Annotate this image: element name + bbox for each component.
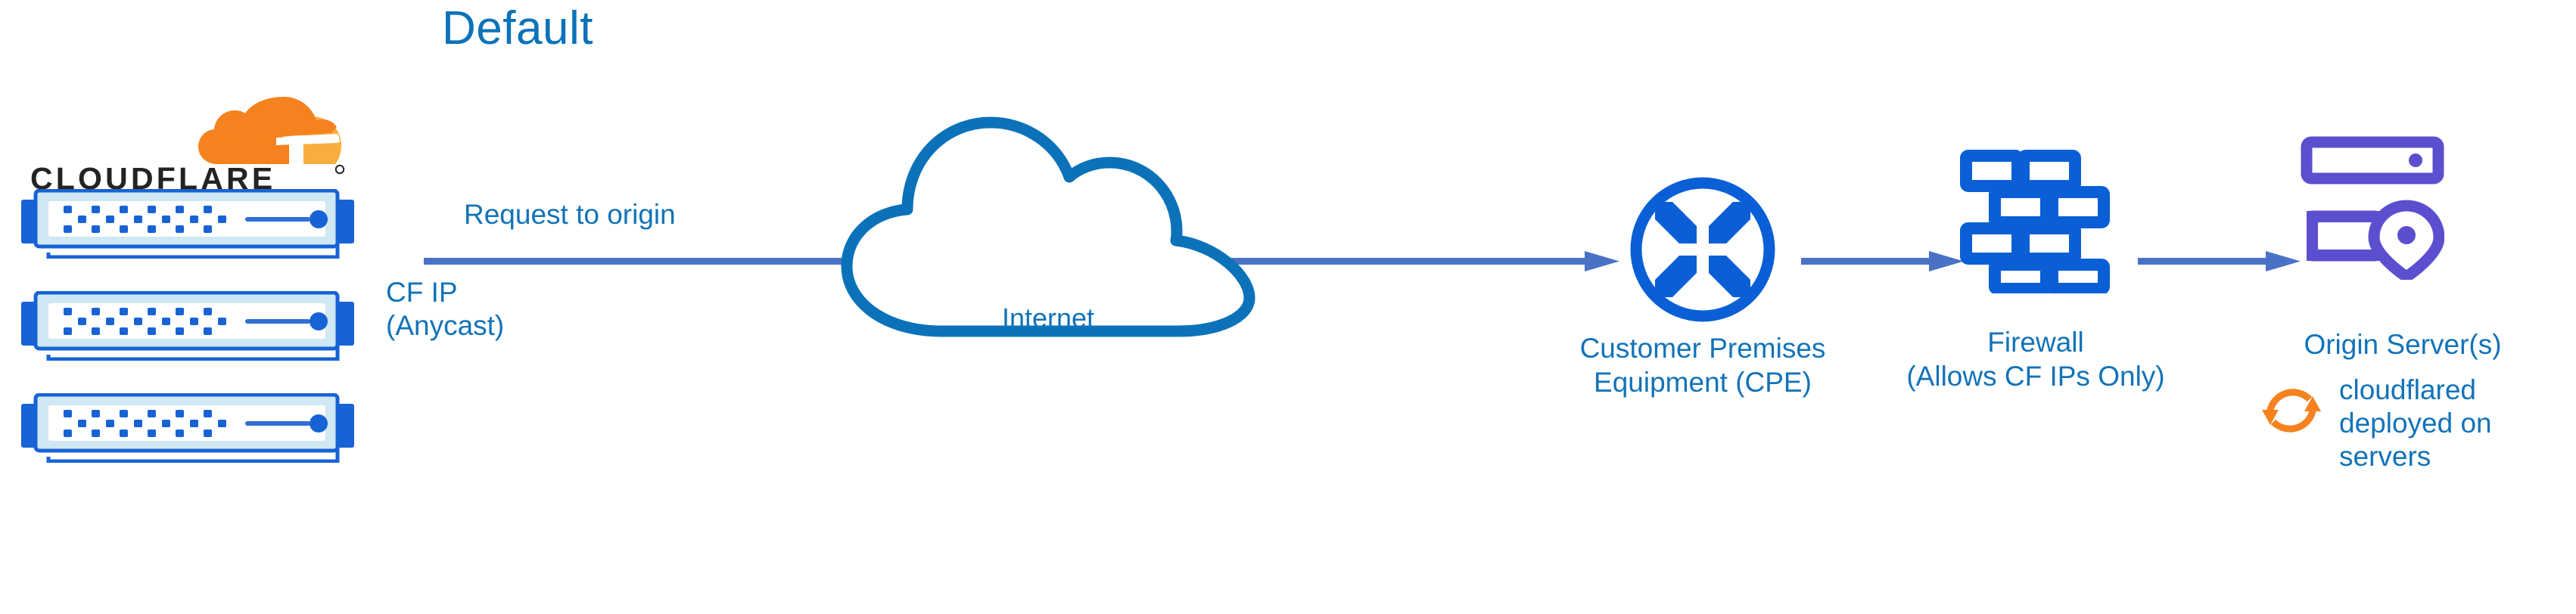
- cloudflare-logo: CLOUDFLARE: [30, 97, 348, 195]
- arrow-firewall-to-origin: [2138, 251, 2301, 271]
- cloudflared-line-2: deployed on: [2339, 408, 2492, 439]
- cpe-label-line-2: Equipment (CPE): [1594, 367, 1812, 398]
- firewall-label-line-1: Firewall: [1987, 327, 2084, 358]
- cpe-label-line-1: Customer Premises: [1579, 333, 1826, 364]
- request-to-origin-label: Request to origin: [464, 199, 676, 230]
- cf-ip-line-1: CF IP: [386, 277, 458, 308]
- router-icon: [1630, 177, 1775, 322]
- cloudflare-edge-server-2: [21, 291, 354, 361]
- arrow-cpe-to-firewall: [1801, 251, 1964, 271]
- server-location-icon: [2301, 136, 2444, 280]
- cloud-icon: [841, 116, 1255, 337]
- brick-wall-icon: [1960, 150, 2110, 293]
- cf-ip-label: CF IP (Anycast): [386, 276, 504, 343]
- origin-server-label: Origin Server(s): [2304, 329, 2502, 360]
- page-title: Default: [442, 2, 593, 54]
- cpe-label: Customer Premises Equipment (CPE): [1483, 331, 1922, 399]
- cloudflared-line-1: cloudflared: [2339, 374, 2477, 405]
- firewall-label: Firewall (Allows CF IPs Only): [1846, 325, 2225, 393]
- cloudflared-line-3: servers: [2339, 441, 2431, 472]
- firewall-label-line-2: (Allows CF IPs Only): [1906, 361, 2165, 392]
- cloudflare-edge-server-1: [21, 189, 354, 259]
- cloudflare-cloud-icon: [198, 97, 341, 164]
- cloudflared-note: cloudflared deployed on servers: [2259, 374, 2562, 479]
- cf-ip-line-2: (Anycast): [386, 310, 505, 341]
- cloudflared-text: cloudflared deployed on servers: [2339, 374, 2559, 473]
- cloudflare-edge-server-3: [21, 393, 354, 463]
- sync-refresh-icon: [2262, 389, 2321, 433]
- internet-label: Internet: [1001, 302, 1095, 333]
